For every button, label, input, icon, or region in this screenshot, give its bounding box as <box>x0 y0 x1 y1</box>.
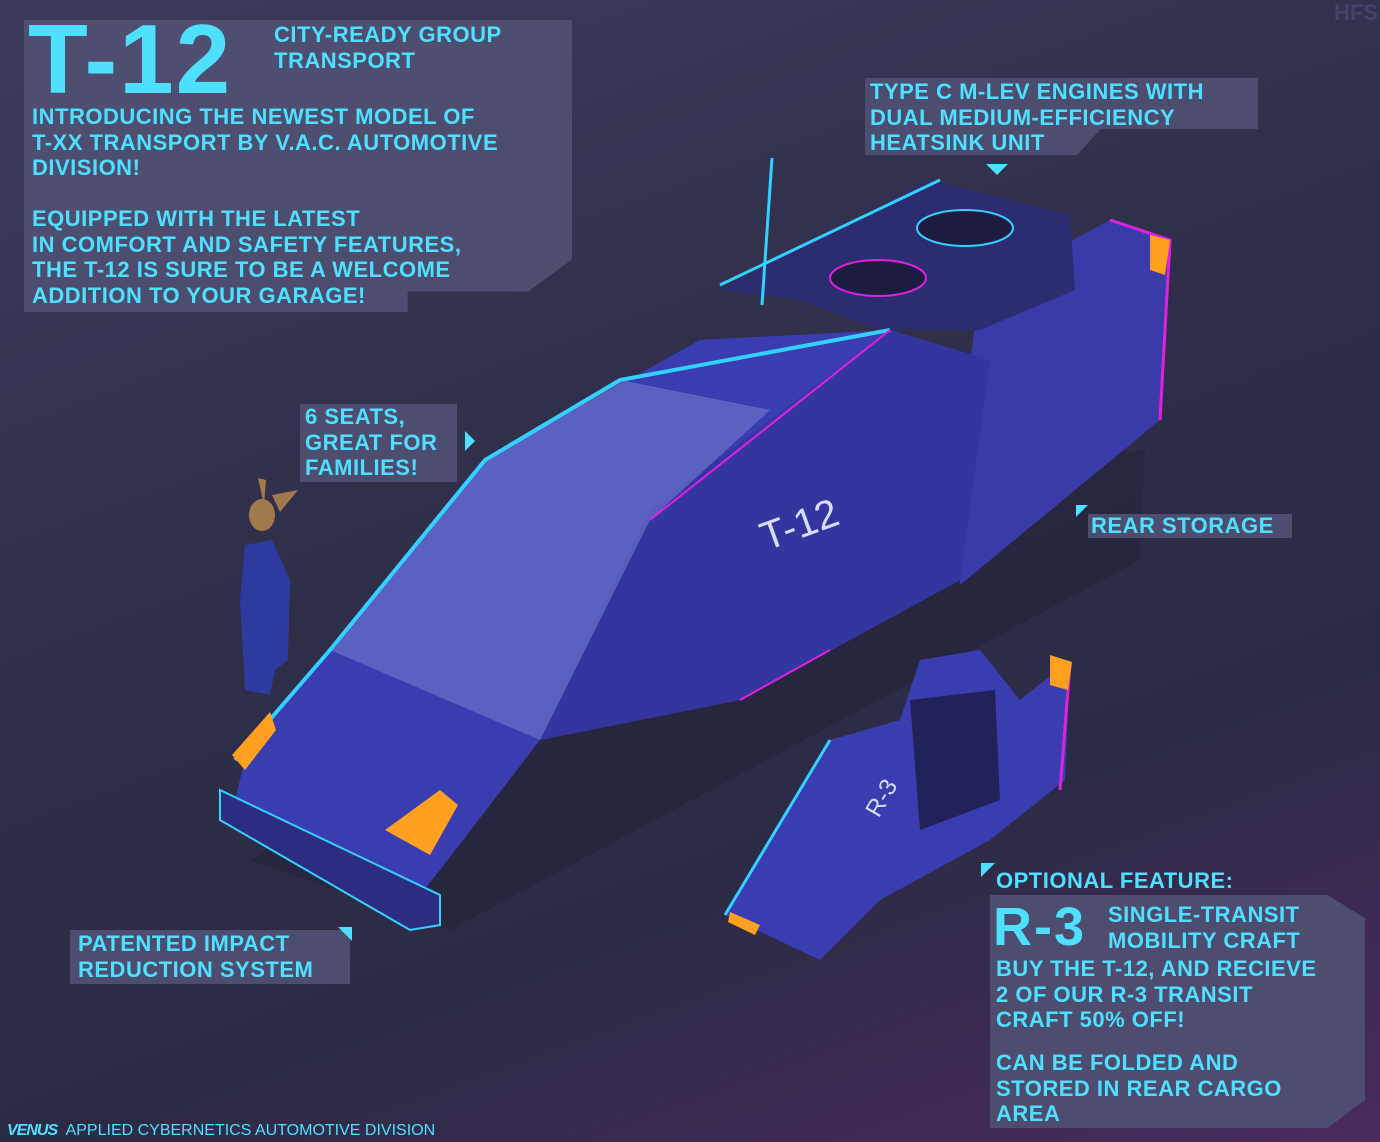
headlight <box>385 790 458 855</box>
intro-line: INTRODUCING THE NEWEST MODEL OF <box>32 104 475 129</box>
callout-line: REDUCTION SYSTEM <box>78 956 314 982</box>
subtitle-line: TRANSPORT <box>274 47 416 73</box>
artist-signature: HFS <box>1334 0 1378 25</box>
r3-light <box>728 912 760 935</box>
features-line: EQUIPPED WITH THE LATEST <box>32 206 361 231</box>
r3-light <box>1050 655 1072 690</box>
character-figure <box>240 478 298 695</box>
rear-storage-panel <box>1088 514 1292 538</box>
features-line: IN COMFORT AND SAFETY FEATURES, <box>32 231 462 257</box>
pointer-down-icon <box>986 164 1008 175</box>
features-paragraph: EQUIPPED WITH THE LATEST IN COMFORT AND … <box>32 206 461 308</box>
offer-line: BUY THE T-12, AND RECIEVE <box>996 956 1317 981</box>
callout-line: PATENTED IMPACT <box>78 931 290 956</box>
callout-line: TYPE C M-LEV ENGINES WITH <box>870 79 1204 104</box>
callout-line: 6 SEATS, <box>305 404 406 429</box>
optional-offer: BUY THE T-12, AND RECIEVE 2 OF OUR R-3 T… <box>996 956 1317 1033</box>
callout-line: GREAT FOR <box>305 429 438 455</box>
pointer-corner-icon <box>1076 505 1088 517</box>
impact-callout: PATENTED IMPACT REDUCTION SYSTEM <box>78 931 313 982</box>
engine-fan <box>829 259 927 297</box>
callout-line: DUAL MEDIUM-EFFICIENCY <box>870 104 1176 130</box>
features-line: ADDITION TO YOUR GARAGE! <box>32 282 366 308</box>
vehicle-side <box>540 330 990 740</box>
engines-callout: TYPE C M-LEV ENGINES WITH DUAL MEDIUM-EF… <box>870 79 1204 156</box>
antenna <box>760 157 774 306</box>
brand-logo: VENUS <box>7 1122 58 1139</box>
impact-callout-panel <box>70 930 350 984</box>
optional-feature-heading: OPTIONAL FEATURE: <box>996 868 1234 893</box>
engine-fan <box>916 209 1014 247</box>
offer-line: CRAFT 50% OFF! <box>996 1007 1186 1032</box>
subtitle-line: SINGLE-TRANSIT <box>1108 902 1300 927</box>
engine-edge <box>719 178 941 287</box>
seats-callout: 6 SEATS, GREAT FOR FAMILIES! <box>305 404 437 481</box>
rear-storage-light <box>1150 235 1170 275</box>
note-line: AREA <box>996 1101 1061 1126</box>
pointer-right-icon <box>465 431 475 451</box>
vehicle-edge <box>233 328 891 762</box>
callout-line: FAMILIES! <box>305 455 419 480</box>
windshield <box>330 380 770 740</box>
headlight <box>232 712 276 770</box>
optional-model-title: R-3 <box>993 897 1087 957</box>
optional-subtitle: SINGLE-TRANSIT MOBILITY CRAFT <box>1108 902 1300 953</box>
engine-housing <box>720 180 1075 330</box>
rear-storage-label: REAR STORAGE <box>1091 513 1274 538</box>
intro-panel <box>24 20 572 312</box>
vehicle-trim <box>739 649 831 701</box>
pointer-corner-icon <box>338 927 352 941</box>
intro-line: DIVISION! <box>32 155 141 180</box>
callout-line: HEATSINK UNIT <box>870 130 1045 155</box>
note-line: STORED IN REAR CARGO <box>996 1075 1282 1101</box>
offer-line: 2 OF OUR R-3 TRANSIT <box>996 981 1253 1007</box>
front-bumper <box>219 788 441 932</box>
model-title: T-12 <box>28 4 233 114</box>
subtitle-line: MOBILITY CRAFT <box>1108 927 1301 953</box>
vehicle-trim <box>649 329 891 521</box>
footer: VENUS APPLIED CYBERNETICS AUTOMOTIVE DIV… <box>7 1122 435 1140</box>
subtitle-line: CITY-READY GROUP <box>274 22 502 47</box>
footer-text: APPLIED CYBERNETICS AUTOMOTIVE DIVISION <box>65 1122 436 1139</box>
seats-callout-panel <box>300 404 457 482</box>
optional-feature-panel <box>990 895 1365 1128</box>
intro-paragraph: INTRODUCING THE NEWEST MODEL OF T-XX TRA… <box>32 104 498 181</box>
note-line: CAN BE FOLDED AND <box>996 1050 1239 1075</box>
intro-line: T-XX TRANSPORT BY V.A.C. AUTOMOTIVE <box>32 129 499 155</box>
optional-note: CAN BE FOLDED AND STORED IN REAR CARGO A… <box>996 1050 1282 1127</box>
model-subtitle: CITY-READY GROUP TRANSPORT <box>274 22 502 73</box>
r3-seat <box>910 690 1000 830</box>
pointer-corner-icon <box>981 863 995 877</box>
features-line: THE T-12 IS SURE TO BE A WELCOME <box>32 257 451 282</box>
r3-edge <box>723 739 832 916</box>
